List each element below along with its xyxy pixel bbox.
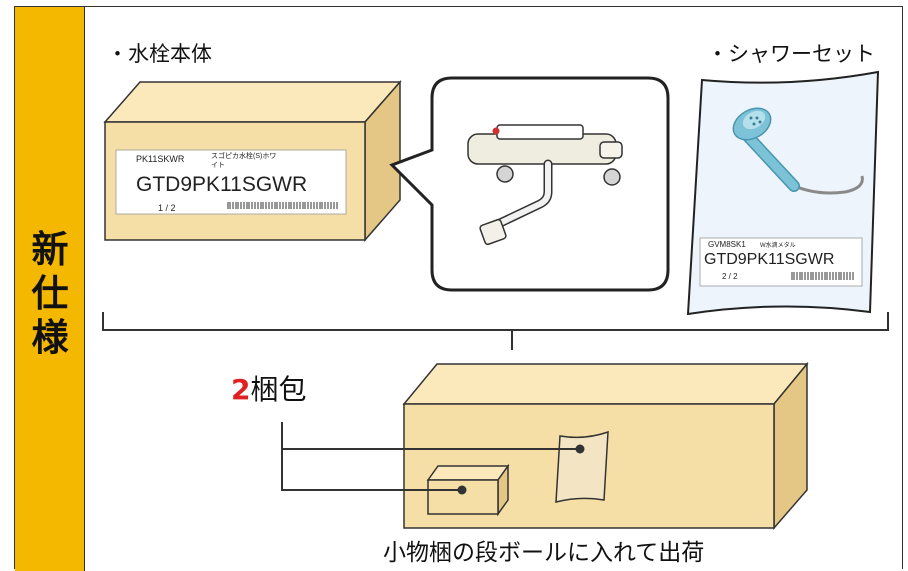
faucet-tag-desc-2: イト bbox=[211, 162, 225, 169]
shower-bag-in-carton bbox=[555, 430, 609, 503]
shower-tag-code: GVM8SK1 bbox=[708, 240, 746, 249]
shower-set-bag bbox=[686, 70, 880, 316]
faucet-tag-count: 1 / 2 bbox=[158, 203, 176, 213]
new-spec-label: 新 仕 様 bbox=[31, 228, 69, 359]
shower-shipping-tag bbox=[699, 237, 863, 287]
side-bar bbox=[15, 7, 85, 571]
shipping-carton bbox=[402, 361, 809, 531]
faucet-carton bbox=[103, 80, 402, 242]
faucet-tag-desc: スゴピカ水栓(S)ホワ bbox=[211, 153, 277, 160]
faucet-body-label: ・水栓本体 bbox=[107, 42, 212, 66]
package-leader-lines bbox=[281, 422, 585, 495]
shower-illustration bbox=[732, 107, 864, 195]
shower-tag-count: 2 / 2 bbox=[722, 272, 738, 281]
diagram-frame bbox=[14, 6, 903, 569]
faucet-tag-code: PK11SKWR bbox=[136, 154, 185, 164]
shower-tag-model: GTD9PK11SGWR bbox=[704, 251, 835, 268]
shipping-caption: 小物梱の段ボールに入れて出荷 bbox=[383, 540, 705, 566]
shower-tag-desc: W水滴メタル bbox=[760, 243, 796, 249]
grouping-bracket bbox=[102, 312, 889, 350]
package-count-unit: 梱包 bbox=[250, 373, 307, 406]
faucet-illustration bbox=[467, 124, 623, 246]
faucet-tag-model: GTD9PK11SGWR bbox=[136, 173, 308, 196]
shower-barcode bbox=[791, 272, 854, 280]
package-count-number: 2 bbox=[231, 373, 251, 406]
faucet-callout bbox=[389, 76, 670, 292]
shower-set-label: ・シャワーセット bbox=[707, 42, 875, 66]
package-count: 2梱包 bbox=[231, 368, 307, 408]
faucet-barcode bbox=[227, 202, 338, 209]
